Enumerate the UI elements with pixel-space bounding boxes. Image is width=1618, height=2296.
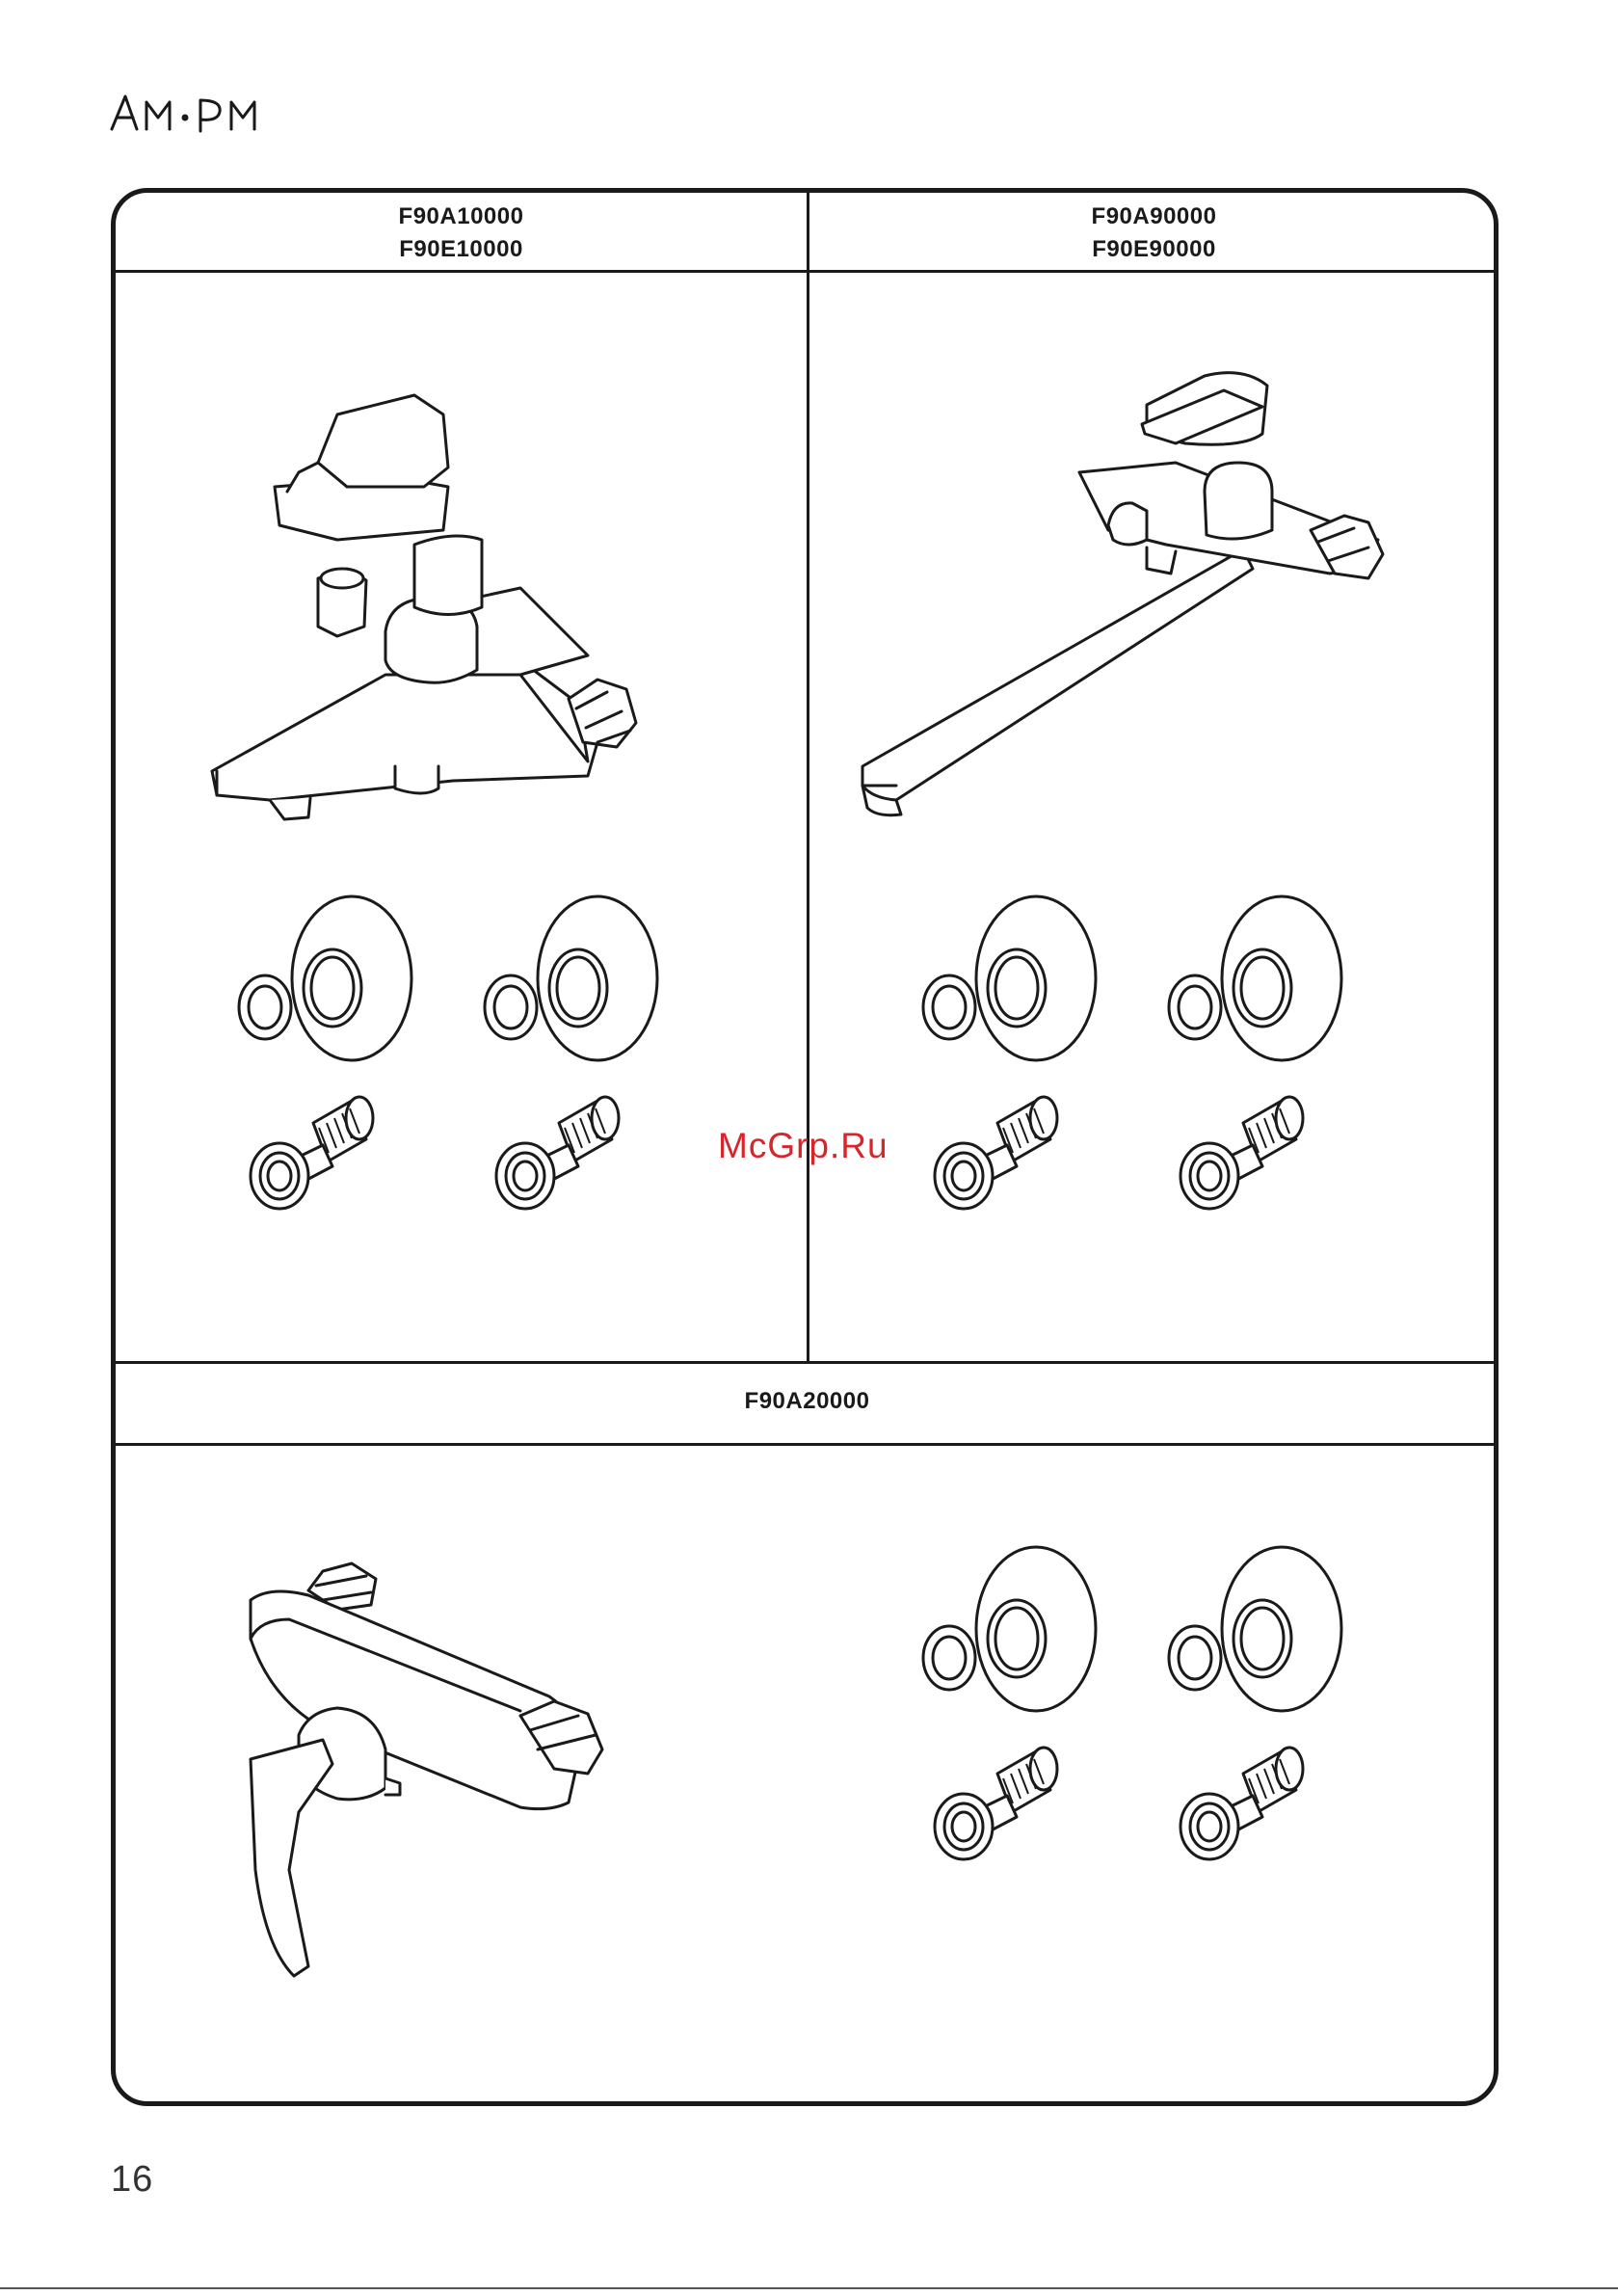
escutcheon-hole [995, 957, 1038, 1019]
adapter-bore-inner [514, 1161, 537, 1190]
panel-header-bottom: F90A20000 [116, 1385, 1499, 1418]
fittings-pair [923, 1547, 1341, 1859]
washer-hole [249, 986, 281, 1028]
escutcheon-hole [1241, 1608, 1284, 1669]
panel-header-top-left: F90A10000 F90E10000 [116, 200, 807, 266]
escutcheon-hole [311, 957, 354, 1019]
divider [807, 193, 809, 1364]
washer-hole [933, 1637, 966, 1679]
panel-header-top-right: F90A90000 F90E90000 [809, 200, 1499, 266]
fittings-set-top-left [236, 887, 747, 1253]
divider [116, 270, 1494, 273]
watermark: McGrp.Ru [718, 1126, 889, 1166]
bath-mixer-drawing [202, 337, 742, 877]
washer-hole [933, 986, 966, 1028]
adapter-bore-inner [952, 1161, 975, 1190]
escutcheon-hole [1241, 957, 1284, 1019]
model-code: F90A10000 [116, 200, 807, 233]
divider [116, 1443, 1494, 1446]
shower-mixer-drawing [231, 1542, 732, 2106]
adapter-bore-inner [1198, 1812, 1221, 1841]
model-code: F90A90000 [809, 200, 1499, 233]
long-spout-mixer-drawing [858, 337, 1455, 819]
adapter-bore-inner [952, 1812, 975, 1841]
adapter-bore-inner [268, 1161, 291, 1190]
divider [116, 1361, 1494, 1364]
fittings-pair [239, 896, 657, 1209]
washer-hole [494, 986, 527, 1028]
adapter-bore-inner [1198, 1161, 1221, 1190]
escutcheon-hole [557, 957, 599, 1019]
fittings-set-bottom [920, 1537, 1431, 1904]
divider [0, 2287, 1618, 2289]
model-code: F90A20000 [116, 1385, 1499, 1418]
model-code: F90E90000 [809, 233, 1499, 266]
washer-hole [1179, 1637, 1211, 1679]
washer-hole [1179, 986, 1211, 1028]
brand-logo [108, 89, 281, 137]
page-number: 16 [111, 2159, 153, 2201]
fittings-pair [923, 896, 1341, 1209]
escutcheon-hole [995, 1608, 1038, 1669]
model-code: F90E10000 [116, 233, 807, 266]
fittings-set-top-right [920, 887, 1431, 1253]
